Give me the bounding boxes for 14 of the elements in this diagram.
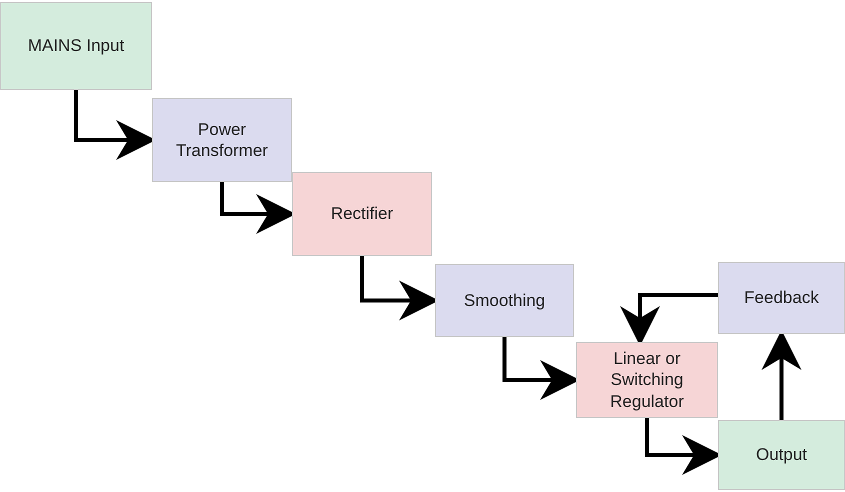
- box-label: Rectifier: [330, 203, 394, 225]
- process-box: [152, 98, 292, 182]
- box-label: Smoothing: [462, 290, 546, 312]
- process-box: [292, 172, 432, 256]
- process-box: [718, 420, 845, 490]
- process-box: [718, 262, 845, 334]
- process-box: [435, 264, 574, 337]
- box-label: Linear or Switching Regulator: [609, 348, 685, 412]
- box-label: Output: [754, 444, 808, 466]
- process-box: [576, 342, 718, 418]
- process-box: [0, 2, 152, 90]
- box-label: Feedback: [743, 287, 820, 309]
- box-label: Power Transformer: [175, 118, 269, 162]
- box-label: MAINS Input: [26, 35, 126, 57]
